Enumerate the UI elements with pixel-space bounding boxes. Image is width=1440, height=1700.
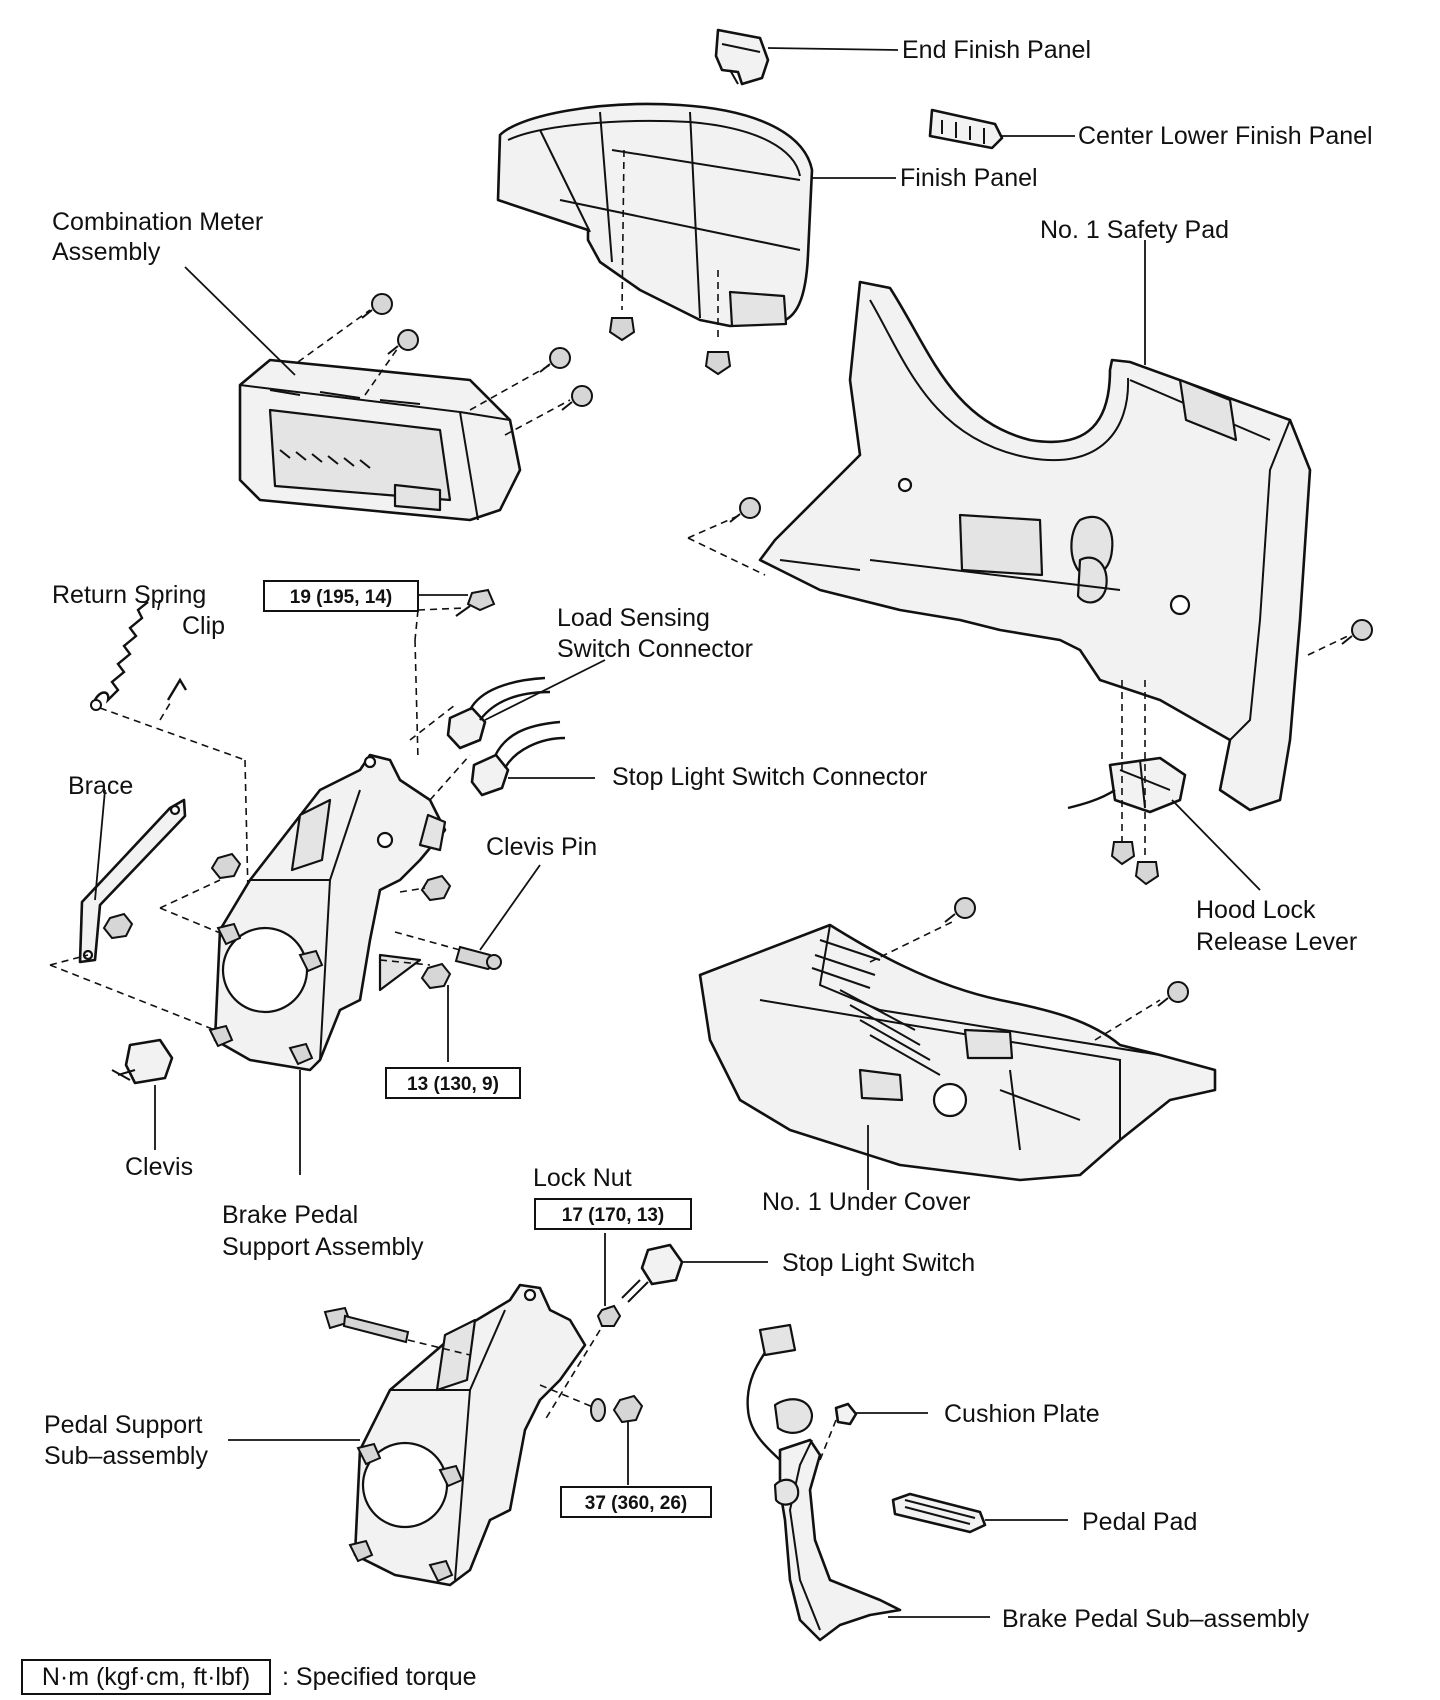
label-load-sensing-line1: Load Sensing [557, 604, 710, 632]
label-stop-light-switch-connector: Stop Light Switch Connector [612, 763, 927, 791]
clevis-part [111, 1038, 174, 1085]
label-brake-pedal-sub-assembly: Brake Pedal Sub–assembly [1002, 1605, 1310, 1633]
meter-screw-4 [561, 385, 593, 411]
torque-box-37: 37 (360, 26) [560, 1486, 712, 1518]
load-sensing-switch-connector-part [446, 676, 551, 750]
clevis-pin-part [454, 945, 502, 971]
label-return-spring: Return Spring [52, 581, 206, 609]
brace-nut [102, 912, 134, 940]
torque-value-37: 37 (360, 26) [585, 1493, 687, 1514]
finish-panel-screw-1 [608, 317, 636, 342]
brake-pedal-support-part [208, 753, 447, 1072]
label-pedal-support-sub-line1: Pedal Support [44, 1411, 203, 1439]
brace-part [78, 798, 187, 964]
label-lock-nut: Lock Nut [533, 1164, 632, 1192]
pedal-support-bolt [323, 1306, 410, 1344]
combination-meter-part [238, 358, 522, 522]
pedal-pad-part [891, 1492, 987, 1534]
under-cover-screw-2 [1157, 981, 1189, 1007]
torque-value-19: 19 (195, 14) [290, 587, 392, 608]
safety-pad-screw-left [729, 497, 761, 523]
hood-lock-screw-1 [1110, 841, 1136, 866]
end-finish-panel-part [714, 28, 770, 86]
finish-panel-screw-2 [704, 351, 732, 376]
label-stop-light-switch: Stop Light Switch [782, 1249, 975, 1277]
meter-screw-1 [361, 293, 393, 319]
stop-light-switch-connector-part [470, 720, 566, 797]
label-brake-pedal-support-line1: Brake Pedal [222, 1201, 358, 1229]
torque-value-17: 17 (170, 13) [562, 1205, 664, 1226]
hood-lock-release-lever-part [1067, 756, 1187, 814]
label-no1-safety-pad: No. 1 Safety Pad [1040, 216, 1229, 244]
label-load-sensing-line2: Switch Connector [557, 635, 753, 663]
safety-pad-screw-right [1341, 619, 1373, 645]
center-lower-finish-panel-part [928, 108, 1004, 150]
legend-text: : Specified torque [282, 1663, 477, 1691]
torque-box-17: 17 (170, 13) [534, 1198, 692, 1230]
label-center-lower-finish-panel: Center Lower Finish Panel [1078, 122, 1373, 150]
stop-light-switch-part [621, 1243, 684, 1303]
no1-safety-pad-part [758, 280, 1312, 812]
label-pedal-support-sub-line2: Sub–assembly [44, 1442, 208, 1470]
label-clevis: Clevis [125, 1153, 193, 1181]
label-brace: Brace [68, 772, 133, 800]
label-no1-under-cover: No. 1 Under Cover [762, 1188, 970, 1216]
torque-37-nut [612, 1394, 644, 1424]
under-cover-screw-1 [944, 897, 976, 923]
hood-lock-screw-2 [1134, 861, 1160, 886]
no1-under-cover-part [698, 923, 1217, 1182]
label-combination-meter-line2: Assembly [52, 238, 161, 266]
clip-part [166, 677, 188, 701]
brake-pedal-sub-assembly-part [746, 1323, 902, 1642]
lock-nut-part [596, 1304, 622, 1327]
label-combination-meter-line1: Combination Meter [52, 208, 263, 236]
label-hood-lock-line2: Release Lever [1196, 928, 1357, 956]
label-clip: Clip [182, 612, 225, 640]
finish-panel-part [496, 102, 814, 328]
label-brake-pedal-support-line2: Support Assembly [222, 1233, 424, 1261]
meter-screw-2 [387, 329, 419, 355]
label-clevis-pin: Clevis Pin [486, 833, 597, 861]
return-spring-part [90, 601, 149, 711]
meter-screw-3 [539, 347, 571, 373]
cushion-plate-part [834, 1402, 858, 1426]
torque-value-13: 13 (130, 9) [407, 1074, 499, 1095]
torque-19-bolt [455, 588, 496, 617]
torque-box-19: 19 (195, 14) [263, 580, 419, 612]
torque-box-13: 13 (130, 9) [385, 1067, 521, 1099]
washer-part [590, 1398, 606, 1422]
pedal-support-sub-assembly-part [348, 1283, 587, 1587]
legend: N·m (kgf·cm, ft·lbf) : Specified torque [21, 1659, 477, 1695]
legend-unit: N·m (kgf·cm, ft·lbf) [42, 1663, 250, 1691]
label-end-finish-panel: End Finish Panel [902, 36, 1091, 64]
torque-13-nut [420, 962, 452, 990]
label-hood-lock-line1: Hood Lock [1196, 896, 1316, 924]
label-cushion-plate: Cushion Plate [944, 1400, 1100, 1428]
support-nut-right [420, 874, 452, 902]
support-nut-upper [210, 852, 242, 880]
label-finish-panel: Finish Panel [900, 164, 1038, 192]
label-pedal-pad: Pedal Pad [1082, 1508, 1197, 1536]
